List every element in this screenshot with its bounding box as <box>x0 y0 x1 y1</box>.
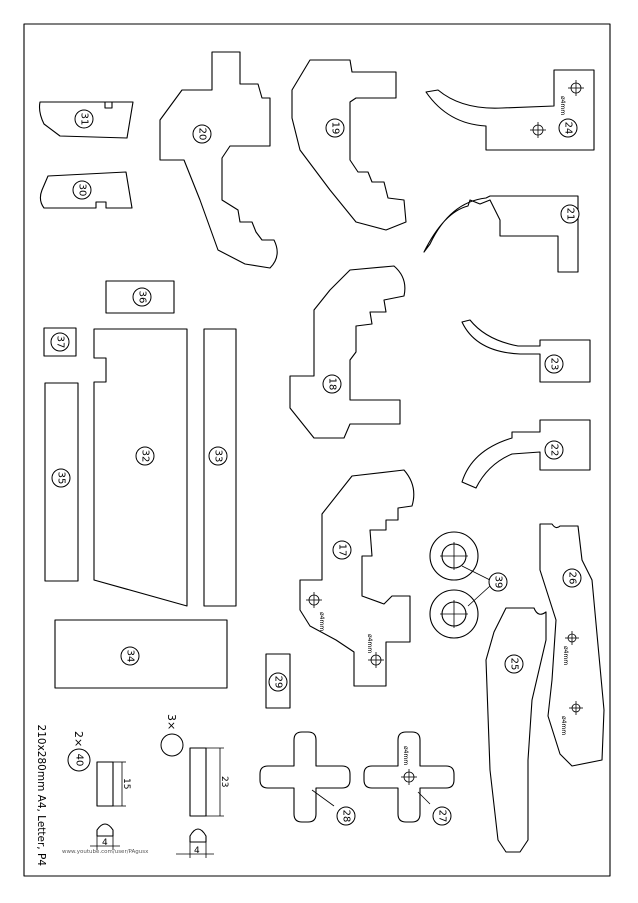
part-label-35: 35 <box>51 468 71 488</box>
part-label-21: 21 <box>560 204 580 224</box>
part-40-multiplier: 3× <box>165 714 178 730</box>
part-29-outline <box>265 653 291 709</box>
part-label-26: 26 <box>562 568 582 588</box>
part-label-27: 27 <box>432 806 452 826</box>
part-30-outline <box>39 171 133 209</box>
part-20-outline <box>159 51 278 269</box>
part-19-outline <box>291 59 407 231</box>
part-40-outline <box>189 747 207 817</box>
sheet-border <box>23 23 611 877</box>
part-39-pin <box>96 823 114 837</box>
svg-text:32: 32 <box>140 450 151 463</box>
part-39-dimension <box>113 761 126 807</box>
svg-text:31: 31 <box>79 113 90 126</box>
svg-text:27: 27 <box>437 810 448 823</box>
svg-text:35: 35 <box>56 472 67 485</box>
svg-text:17: 17 <box>337 544 348 557</box>
svg-text:24: 24 <box>563 122 574 135</box>
part-33-outline <box>203 328 237 607</box>
part-18-outline <box>289 265 406 439</box>
hole-note-26b: ø4mm <box>560 716 567 735</box>
hole-note-17b: ø4mm <box>366 634 373 653</box>
svg-text:20: 20 <box>197 128 208 141</box>
part-label-17: 17 <box>332 540 352 560</box>
part-23-outline <box>461 319 591 383</box>
part-38-washers <box>429 531 491 639</box>
part-31-outline <box>38 101 134 139</box>
hole-note-26a: ø4mm <box>562 646 569 665</box>
svg-text:25: 25 <box>509 658 520 671</box>
svg-text:19: 19 <box>330 122 341 135</box>
svg-text:40: 40 <box>74 754 85 767</box>
part-34-outline <box>54 619 228 689</box>
svg-text:28: 28 <box>341 810 352 823</box>
part-27-hole <box>401 769 417 785</box>
part-label-30: 30 <box>72 180 92 200</box>
p39-height-value: 15 <box>121 778 131 789</box>
part-40-pin <box>189 828 207 843</box>
part-17-holes <box>306 592 384 668</box>
part-label-39: 40 <box>67 748 91 772</box>
part-label-24: 24 <box>558 118 578 138</box>
part-label-28: 28 <box>336 806 356 826</box>
part-24-outline <box>425 69 595 151</box>
part-35-outline <box>44 382 79 582</box>
part-label-34: 34 <box>120 646 140 666</box>
pin-39-width-value: 4 <box>102 838 108 848</box>
part-label-25: 25 <box>504 654 524 674</box>
svg-text:36: 36 <box>137 291 148 304</box>
part-label-22: 22 <box>544 440 564 460</box>
part-37-outline <box>43 327 77 357</box>
part-26-holes <box>565 631 583 715</box>
part-39-outline <box>96 761 114 807</box>
svg-text:33: 33 <box>213 450 224 463</box>
pin-39-dimension <box>90 836 120 850</box>
svg-text:26: 26 <box>567 572 578 585</box>
part-label-23: 23 <box>544 354 564 374</box>
hole-note-17a: ø4mm <box>318 612 325 631</box>
part-26-outline <box>539 523 605 767</box>
svg-text:29: 29 <box>273 676 284 689</box>
part-label-40 <box>160 733 184 757</box>
part-label-19: 19 <box>325 118 345 138</box>
svg-text:34: 34 <box>125 650 136 663</box>
part-label-31: 31 <box>74 109 94 129</box>
part-24-holes <box>530 80 584 138</box>
svg-text:22: 22 <box>549 444 560 457</box>
svg-text:30: 30 <box>77 184 88 197</box>
sheet-label: 210x280mm A4, Letter, P4 <box>35 725 47 867</box>
pin-40-dimension <box>176 842 214 858</box>
hole-note-27: ø4mm <box>402 746 409 765</box>
svg-text:23: 23 <box>549 358 560 371</box>
svg-text:21: 21 <box>565 208 576 221</box>
part-22-outline <box>461 419 591 489</box>
part-label-37: 37 <box>50 332 70 352</box>
part-label-36: 36 <box>132 287 152 307</box>
part-32-outline <box>93 328 188 607</box>
part-27-outline <box>363 731 455 823</box>
source-url: www.youtube.com/user/PAgusx <box>62 849 149 855</box>
part-label-32: 32 <box>135 446 155 466</box>
part-label-29: 29 <box>268 672 288 692</box>
hole-note-24: ø4mm <box>559 96 566 115</box>
part-21-outline <box>423 195 579 273</box>
part-label-20: 20 <box>192 124 212 144</box>
part-28-outline <box>259 731 351 823</box>
svg-text:39: 39 <box>493 576 504 589</box>
p40-height-value: 23 <box>219 776 229 787</box>
svg-text:18: 18 <box>327 378 338 391</box>
part-label-18: 18 <box>322 374 342 394</box>
part-label-33: 33 <box>208 446 228 466</box>
leader-lines <box>311 789 431 807</box>
part-40-dimension <box>206 747 224 817</box>
part-label-38: 39 <box>488 572 508 592</box>
svg-text:37: 37 <box>55 336 66 349</box>
part-36-outline <box>105 280 175 314</box>
part-17-outline <box>299 469 415 687</box>
pin-40-width-value: 4 <box>194 846 200 856</box>
part-39-multiplier: 2× <box>72 731 85 747</box>
part-25-outline <box>485 607 547 853</box>
